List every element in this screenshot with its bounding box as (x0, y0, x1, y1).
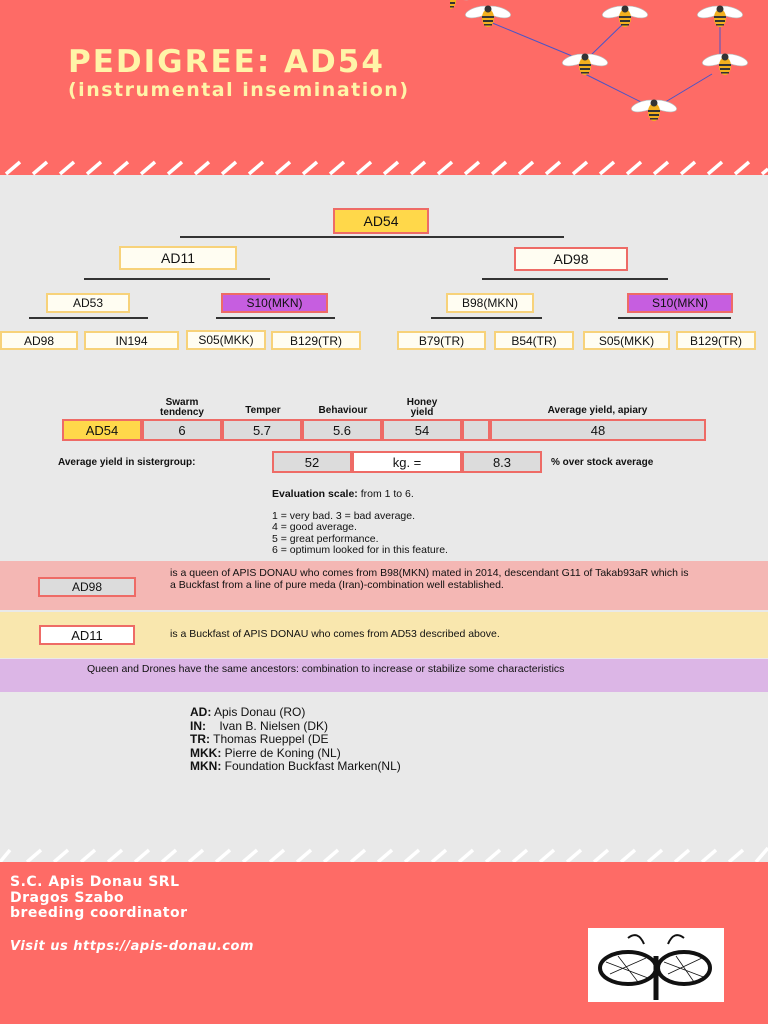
footer-company: S.C. Apis Donau SRL (10, 874, 180, 890)
pedigree-grandparent-1: AD53 (46, 293, 130, 313)
note-tag-ad11: AD11 (39, 625, 135, 645)
value-honey: 54 (382, 419, 462, 441)
bee-icon (450, 0, 473, 9)
percent-value: 8.3 (462, 451, 542, 473)
pedigree-parent-1: AD11 (119, 246, 237, 270)
pedigree-ancestor-5: B79(TR) (397, 331, 486, 350)
pedigree-ancestor-3: S05(MKK) (186, 330, 266, 350)
footer: S.C. Apis Donau SRL Dragos Szabo breedin… (0, 862, 768, 1024)
note-band-ad11: AD11 is a Buckfast of APIS DONAU who com… (0, 612, 768, 658)
note-band-ad98: AD98 is a queen of APIS DONAU who comes … (0, 561, 768, 610)
tree-line (29, 317, 148, 319)
header-banner: PEDIGREE: AD54 (instrumental inseminatio… (0, 0, 768, 175)
footer-role: breeding coordinator (10, 905, 188, 921)
pedigree-root: AD54 (333, 208, 429, 234)
legend-item: IN: Ivan B. Nielsen (DK) (190, 718, 329, 733)
tree-line (431, 317, 542, 319)
col-header-honey: Honey yield (406, 397, 438, 418)
tree-line (482, 278, 668, 280)
col-header-behaviour: Behaviour (318, 405, 368, 416)
pedigree-grandparent-2: S10(MKN) (221, 293, 328, 313)
pedigree-ancestor-1: AD98 (0, 331, 78, 350)
tree-line (180, 236, 564, 238)
legend-item: TR: Thomas Rueppel (DE (190, 732, 329, 747)
value-behaviour: 5.6 (302, 419, 382, 441)
pedigree-ancestor-6: B54(TR) (494, 331, 574, 350)
legend: AD: Apis Donau (RO) IN: Ivan B. Nielsen … (190, 705, 401, 774)
unit-cell: kg. = (352, 451, 462, 473)
table-row-name: AD54 (62, 419, 142, 441)
value-blank-cell (462, 419, 490, 441)
value-swarm: 6 (142, 419, 222, 441)
note-text-ad98: is a queen of APIS DONAU who comes from … (170, 567, 689, 591)
pedigree-parent-2: AD98 (514, 247, 628, 271)
page-title: PEDIGREE: AD54 (68, 44, 385, 80)
pedigree-ancestor-2: IN194 (84, 331, 179, 350)
pedigree-ancestor-7: S05(MKK) (583, 331, 670, 350)
percent-label: % over stock average (551, 457, 654, 468)
col-header-average: Average yield, apiary (547, 405, 648, 416)
col-header-swarm: Swarm tendency (160, 397, 204, 418)
apis-donau-logo (588, 928, 724, 1002)
scale-line-1: 1 = very bad. 3 = bad average. (272, 510, 416, 522)
tree-line (216, 317, 335, 319)
butterfly-logo-icon (598, 934, 712, 1000)
sister-label: Average yield in sistergroup: (58, 457, 196, 468)
bee-pedigree-icon (450, 0, 750, 122)
col-header-temper: Temper (245, 405, 281, 416)
scale-line-3: 5 = great performance. (272, 533, 379, 545)
scale-range: from 1 to 6. (357, 488, 414, 500)
legend-item: MKN: Foundation Buckfast Marken(NL) (190, 759, 401, 774)
page-subtitle: (instrumental insemination) (68, 79, 410, 101)
legend-item: MKK: Pierre de Koning (NL) (190, 745, 341, 760)
legend-item: AD: Apis Donau (RO) (190, 705, 306, 719)
note-tag-ad98: AD98 (38, 577, 136, 597)
tree-line (84, 278, 270, 280)
note-text-ad11: is a Buckfast of APIS DONAU who comes fr… (170, 628, 500, 640)
scale-line-4: 6 = optimum looked for in this feature. (272, 544, 448, 556)
footer-person: Dragos Szabo (10, 890, 125, 906)
zigzag-divider (0, 160, 768, 176)
pedigree-ancestor-4: B129(TR) (271, 331, 361, 350)
value-average-apiary: 48 (490, 419, 706, 441)
scale-title: Evaluation scale: (272, 488, 358, 500)
pedigree-grandparent-4: S10(MKN) (627, 293, 733, 313)
violet-note-text: Queen and Drones have the same ancestors… (87, 663, 565, 675)
scale-line-2: 4 = good average. (272, 521, 357, 533)
tree-line (618, 317, 731, 319)
footer-visit-link[interactable]: Visit us https://apis-donau.com (10, 939, 254, 954)
sister-value: 52 (272, 451, 352, 473)
value-temper: 5.7 (222, 419, 302, 441)
pedigree-ancestor-8: B129(TR) (676, 331, 756, 350)
note-band-violet: Queen and Drones have the same ancestors… (0, 659, 768, 692)
pedigree-grandparent-3: B98(MKN) (446, 293, 534, 313)
scale-title-line: Evaluation scale: from 1 to 6. (272, 488, 414, 501)
